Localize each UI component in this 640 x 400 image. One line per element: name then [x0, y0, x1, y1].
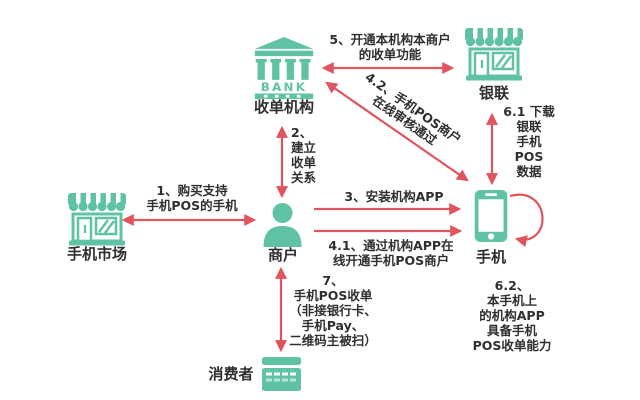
bank-card-icon	[262, 357, 301, 391]
consumer-label: 消费者	[208, 365, 254, 383]
step7-label: 7、 手机POS收单 （非接银行卡、 手机Pay、 二维码主被扫）	[289, 273, 377, 348]
step3-label: 3、安装机构APP	[344, 189, 444, 204]
step6-2-label: 6.2、 本手机上 的机构APP 具备手机 POS收单能力	[472, 278, 552, 353]
arrow-step6-2-loop	[509, 193, 544, 247]
unionpay-label: 银联	[478, 84, 509, 102]
step1-label: 1、购买支持 手机POS的手机	[146, 183, 238, 213]
phone-market-store-icon	[68, 193, 126, 246]
phone-market-label: 手机市场	[66, 245, 127, 263]
step5-label: 5、开通本机构本商户 的收单功能	[329, 32, 451, 62]
bank-text: BANK	[261, 80, 307, 94]
step2-label: 2、 建立 收单 关系	[291, 125, 317, 185]
bank-icon: BANK	[254, 37, 314, 99]
unionpay-store-icon	[465, 28, 523, 81]
merchant-label: 商户	[267, 246, 298, 264]
step6-1-label: 6.1 下载 银联 手机 POS 数据	[503, 104, 555, 179]
merchant-person-icon	[263, 203, 302, 247]
arrow-step4-2	[325, 81, 469, 182]
phone-label: 手机	[475, 248, 506, 266]
step4-1-label: 4.1、通过机构APP在 线开通手机POS商户	[328, 238, 454, 268]
acquirer-label: 收单机构	[253, 98, 314, 116]
phone-icon	[474, 190, 508, 242]
